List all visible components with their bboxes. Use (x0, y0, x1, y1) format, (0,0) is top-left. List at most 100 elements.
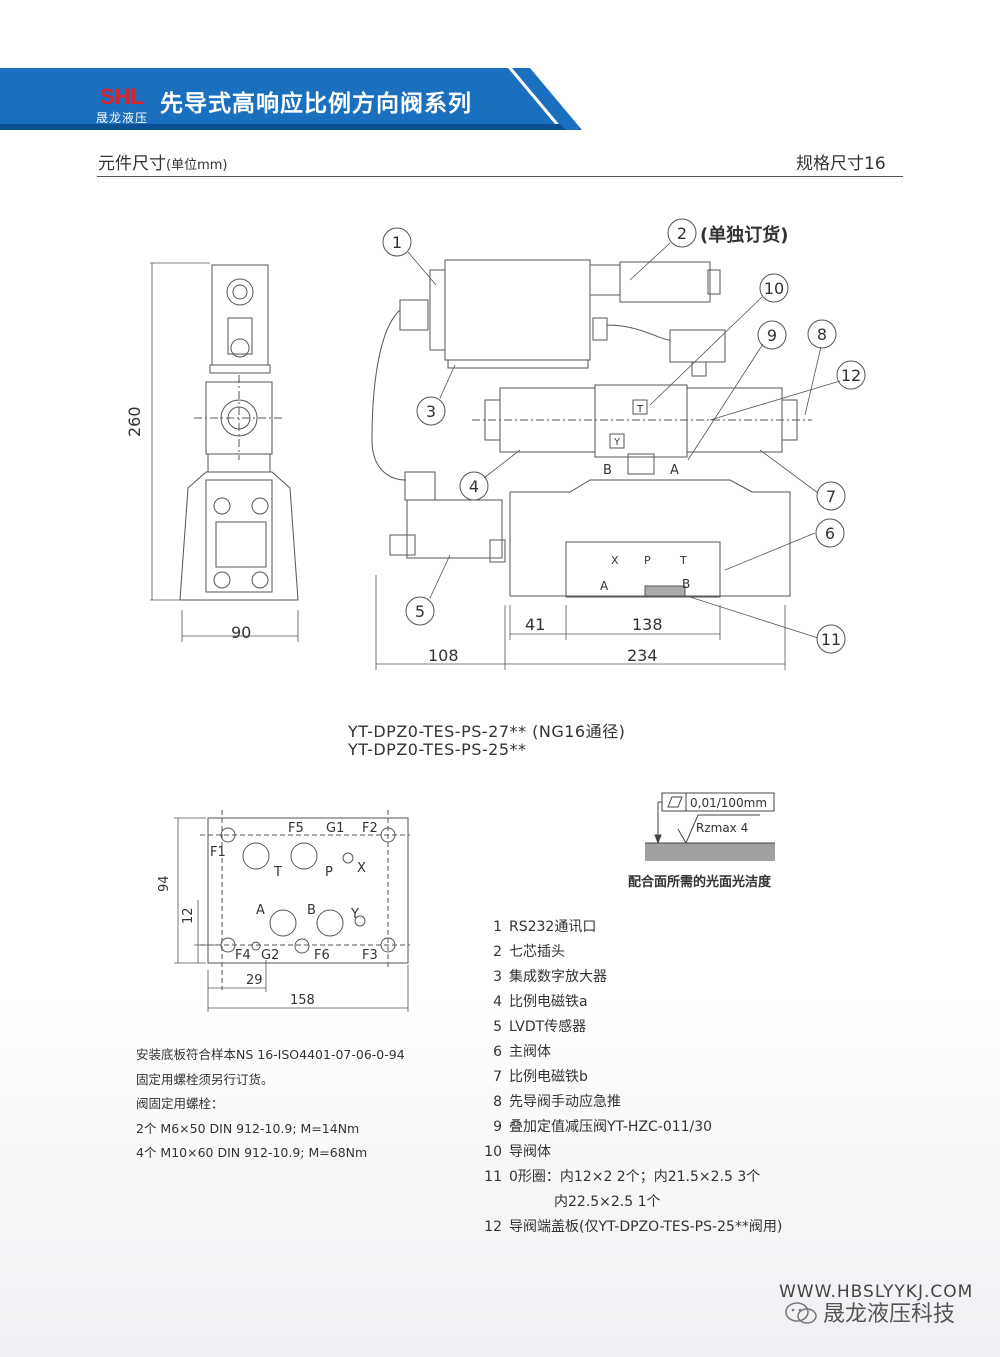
list-item: 8 先导阀手动应急推 (482, 1090, 782, 1115)
part-text: 比例电磁铁a (509, 994, 588, 1010)
plate-f2: F2 (362, 821, 378, 836)
port-b: B (603, 463, 612, 478)
list-item: 11 0形圈：内12×2 2个；内21.5×2.5 3个 (482, 1165, 782, 1190)
plate-f1: F1 (210, 845, 226, 860)
dim-108: 108 (428, 646, 459, 665)
callout-8: 8 (817, 325, 827, 344)
port-y: Y (613, 437, 621, 448)
part-number: 1 (493, 919, 502, 935)
plate-f6: F6 (314, 948, 330, 963)
port-t2: T (679, 554, 687, 567)
part-text: 先导阀手动应急推 (509, 1094, 621, 1110)
port-a2: A (600, 579, 609, 593)
callout-1: 1 (392, 233, 402, 252)
wechat-icon (785, 1302, 817, 1324)
callout-leaders (408, 243, 840, 638)
list-item: 6 主阀体 (482, 1040, 782, 1065)
port-a: A (670, 463, 679, 478)
callout-3: 3 (426, 402, 436, 421)
list-item: 12 导阀端盖板(仅YT-DPZO-TES-PS-25**阀用) (482, 1215, 782, 1240)
plate-dim-29: 29 (246, 973, 263, 988)
surface-finish-symbol: 0,01/100mm Rzmax 4 (645, 785, 775, 861)
part-text: 比例电磁铁b (509, 1069, 588, 1085)
mounting-plate-drawing: F5 G1 F2 F1 T P X A B Y F4 G2 F6 F3 94 1… (157, 800, 430, 1015)
part-text: 七芯插头 (509, 944, 565, 960)
list-item: 4 比例电磁铁a (482, 990, 782, 1015)
note-line: 安装底板符合样本NS 16-ISO4401-07-06-0-94 (136, 1047, 405, 1062)
plate-dim-12: 12 (181, 907, 196, 924)
part-number: 5 (493, 1019, 502, 1035)
plate-p: P (325, 865, 333, 880)
plate-t: T (273, 865, 282, 880)
part-number: 4 (493, 994, 502, 1010)
list-item: 2 七芯插头 (482, 940, 782, 965)
side-view (150, 263, 298, 642)
front-view (372, 260, 812, 597)
page-title: 先导式高响应比例方向阀系列 (160, 91, 472, 117)
part-number: 12 (484, 1219, 502, 1235)
port-t: T (636, 404, 644, 415)
website-url: WWW.HBSLYYKJ.COM (779, 1282, 974, 1302)
note-line: 2个 M6×50 DIN 912-10.9; M=14Nm (136, 1120, 360, 1136)
page-background (0, 1000, 1000, 1357)
callout-10: 10 (764, 279, 784, 298)
port-b2: B (682, 577, 690, 591)
part-text: 导阀体 (509, 1144, 551, 1160)
callout-2: 2 (677, 224, 687, 243)
flatness-value: 0,01/100mm (690, 796, 767, 810)
company-logo: SHL (98, 84, 146, 109)
port-p: P (644, 554, 651, 567)
note-line: 阀固定用螺栓： (136, 1096, 224, 1111)
plate-g1: G1 (326, 821, 344, 836)
plate-x: X (357, 861, 366, 876)
part-text: 导阀端盖板(仅YT-DPZO-TES-PS-25**阀用) (509, 1219, 783, 1235)
note-line: 4个 M10×60 DIN 912-10.9; M=68Nm (136, 1145, 368, 1160)
callout-9: 9 (767, 326, 777, 345)
surface-finish-caption: 配合面所需的光面光洁度 (628, 875, 772, 890)
part-text: 0形圈：内12×2 2个；内21.5×2.5 3个 (509, 1169, 761, 1185)
dim-234: 234 (627, 646, 658, 665)
part-number: 9 (493, 1119, 502, 1135)
port-x: X (611, 554, 619, 567)
part-text: 主阀体 (509, 1044, 551, 1060)
dim-height-260: 260 (125, 406, 144, 437)
plate-f3: F3 (362, 948, 378, 963)
callout-4: 4 (469, 477, 479, 496)
plate-b: B (307, 903, 316, 918)
part-number: 7 (493, 1069, 502, 1085)
callout-circles (383, 219, 865, 653)
dim-width-90: 90 (231, 623, 251, 642)
part-text: 集成数字放大器 (509, 969, 607, 985)
part-text: RS232通讯口 (509, 919, 597, 935)
list-item: 7 比例电磁铁b (482, 1065, 782, 1090)
callout-5: 5 (415, 602, 425, 621)
plate-y: Y (350, 907, 359, 922)
part-number: 6 (493, 1044, 502, 1060)
dim-41: 41 (525, 615, 545, 634)
section-title: 元件尺寸(单位mm) (98, 149, 227, 174)
roughness-value: Rzmax 4 (696, 821, 748, 835)
callout-2-note: (单独订货) (700, 224, 788, 246)
callout-12: 12 (841, 366, 861, 385)
header-banner (0, 68, 582, 130)
callout-11: 11 (821, 630, 841, 649)
plate-f5: F5 (288, 821, 304, 836)
part-number: 2 (493, 944, 502, 960)
size-label: 规格尺寸16 (796, 154, 886, 174)
logo-letters: SHL (100, 84, 144, 109)
list-item: 内22.5×2.5 1个 (482, 1190, 782, 1215)
callout-numbers: 1 2 3 4 5 6 7 8 9 10 11 12 (392, 224, 861, 649)
part-number: 8 (493, 1094, 502, 1110)
model-line-2: YT-DPZ0-TES-PS-25** (348, 740, 527, 759)
valve-dimension-drawing: 260 90 B A T Y (125, 210, 900, 690)
plate-dim-158: 158 (290, 993, 315, 1008)
model-line-1: YT-DPZ0-TES-PS-27** (NG16通径) (348, 722, 626, 741)
section-title-main: 元件尺寸 (98, 154, 166, 174)
part-number: 11 (484, 1169, 502, 1185)
front-dimension-lines (376, 575, 785, 670)
